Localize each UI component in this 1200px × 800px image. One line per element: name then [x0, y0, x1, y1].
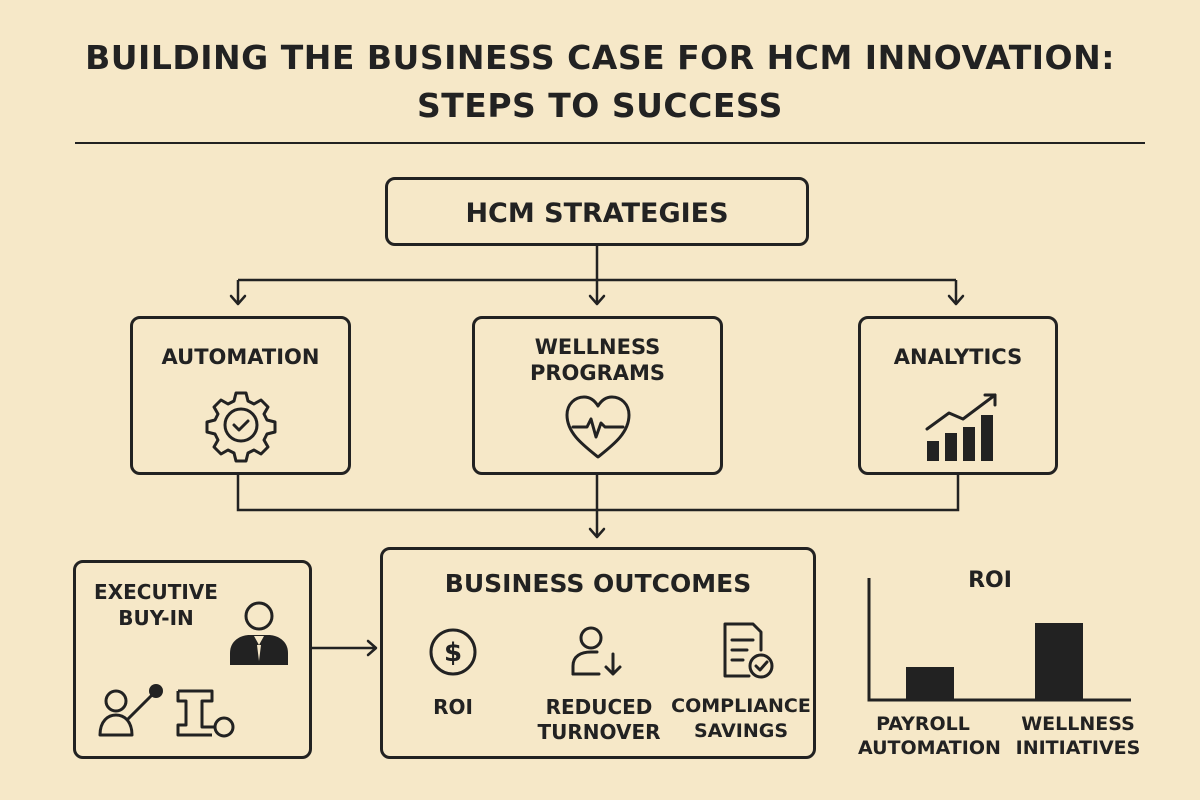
executive-buy-in-box: EXECUTIVE BUY-IN — [73, 560, 312, 759]
businessman-icon — [230, 601, 288, 665]
outcome-compliance-label-line2: SAVINGS — [693, 720, 789, 742]
hcm-strategies-label: HCM STRATEGIES — [465, 198, 729, 229]
dollar-coin-icon: $ — [429, 628, 477, 676]
chart-title: ROI — [968, 568, 1012, 593]
roi-bar-chart — [867, 578, 1131, 702]
page-title-line1: BUILDING THE BUSINESS CASE FOR HCM INNOV… — [85, 38, 1115, 77]
automation-label: AUTOMATION — [161, 345, 320, 369]
user-down-icon — [571, 626, 622, 676]
outcome-compliance-label-line1: COMPLIANCE — [671, 695, 811, 717]
outcome-turnover-label-line2: TURNOVER — [537, 720, 661, 744]
wellness-label-line1: WELLNESS — [534, 335, 661, 359]
wellness-label-line2: PROGRAMS — [529, 361, 666, 385]
arrowhead-automation — [229, 294, 247, 306]
arrowhead-outcomes-left — [366, 639, 378, 657]
workflow-icon — [176, 689, 235, 738]
analytics-label: ANALYTICS — [893, 345, 1023, 369]
document-check-icon — [723, 622, 774, 679]
analytics-box: ANALYTICS — [858, 316, 1058, 475]
user-pointer-icon — [98, 684, 163, 737]
chart-category-1-line1: WELLNESS — [1021, 713, 1135, 735]
arrowhead-analytics — [947, 294, 965, 306]
business-outcomes-box: BUSINESS OUTCOMES $ ROI REDUCED TURNOVER… — [380, 547, 816, 759]
title-divider — [75, 142, 1145, 144]
automation-box: AUTOMATION — [130, 316, 351, 475]
gear-check-icon — [205, 391, 277, 463]
outcome-turnover-label-line1: REDUCED — [545, 695, 653, 719]
arrowhead-wellness — [588, 294, 606, 306]
chart-category-0-line2: AUTOMATION — [858, 737, 1001, 759]
wellness-programs-box: WELLNESS PROGRAMS — [472, 316, 723, 475]
chart-category-0-line1: PAYROLL — [876, 713, 970, 735]
bar-chart-trend-icon — [925, 393, 997, 461]
heart-pulse-icon — [565, 395, 631, 459]
svg-text:$: $ — [444, 638, 462, 668]
hcm-strategies-box: HCM STRATEGIES — [385, 177, 809, 246]
arrowhead-outcomes — [588, 527, 606, 539]
chart-bar-1 — [1035, 623, 1083, 700]
executive-label-line1: EXECUTIVE — [94, 580, 218, 604]
executive-label-line2: BUY-IN — [118, 606, 194, 630]
outcome-roi-label: ROI — [433, 695, 473, 719]
business-outcomes-title: BUSINESS OUTCOMES — [444, 569, 752, 598]
chart-category-1-line2: INITIATIVES — [1015, 737, 1141, 759]
page-title-line2: STEPS TO SUCCESS — [417, 86, 783, 125]
chart-bar-0 — [906, 667, 954, 700]
